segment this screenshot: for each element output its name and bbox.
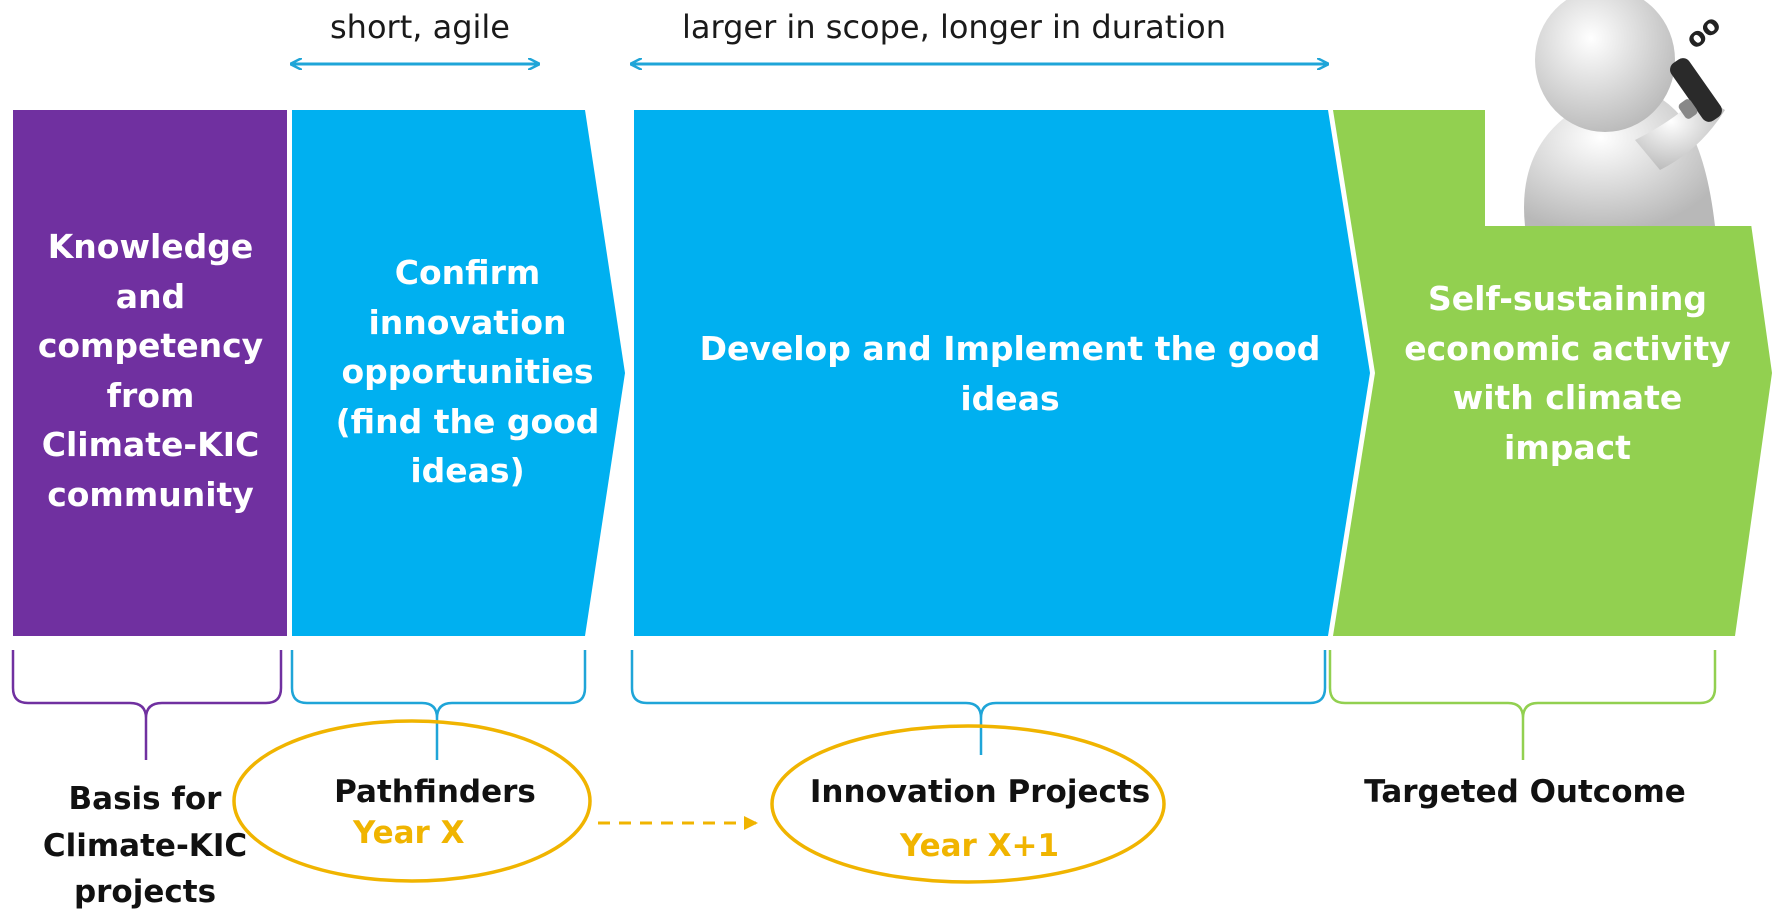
brace-innovation: [630, 650, 1327, 755]
outcome-label: Targeted Outcome: [1364, 774, 1686, 810]
basis-label: Basis for Climate-KIC projects: [42, 781, 248, 910]
stage-knowledge-text: Knowledge and competency from Climate-KI…: [37, 227, 264, 514]
long-duration-label: larger in scope, longer in duration: [682, 8, 1227, 46]
pathfinders-label: Pathfinders: [334, 774, 536, 810]
mascot-figure-illustration: oo: [1485, 0, 1781, 226]
stage-knowledge-shape: [13, 110, 287, 636]
innovation-highlight-ellipse: [770, 724, 1166, 884]
innovation-label: Innovation Projects: [809, 774, 1151, 810]
short-duration-label: short, agile: [330, 8, 510, 46]
pathfinders-year-label: Year X: [353, 815, 465, 851]
stage-outcome-text: Self-sustaining economic activity with c…: [1404, 279, 1731, 467]
brace-pathfinders: [290, 650, 587, 760]
stage-outcome-shape: [1333, 110, 1772, 636]
innovation-year-label: Year X+1: [900, 828, 1060, 864]
stage-develop-text: Develop and Implement the good ideas: [699, 329, 1321, 418]
stage-confirm-text: Confirm innovation opportunities (find t…: [335, 253, 600, 490]
brace-outcome: [1328, 650, 1717, 760]
stage-confirm-shape: [292, 110, 625, 636]
brace-basis: [11, 650, 283, 760]
pathfinders-highlight-ellipse: [232, 719, 592, 883]
stage-develop-shape: [634, 110, 1370, 636]
mascot-writing-glyphs: oo: [1680, 9, 1727, 55]
